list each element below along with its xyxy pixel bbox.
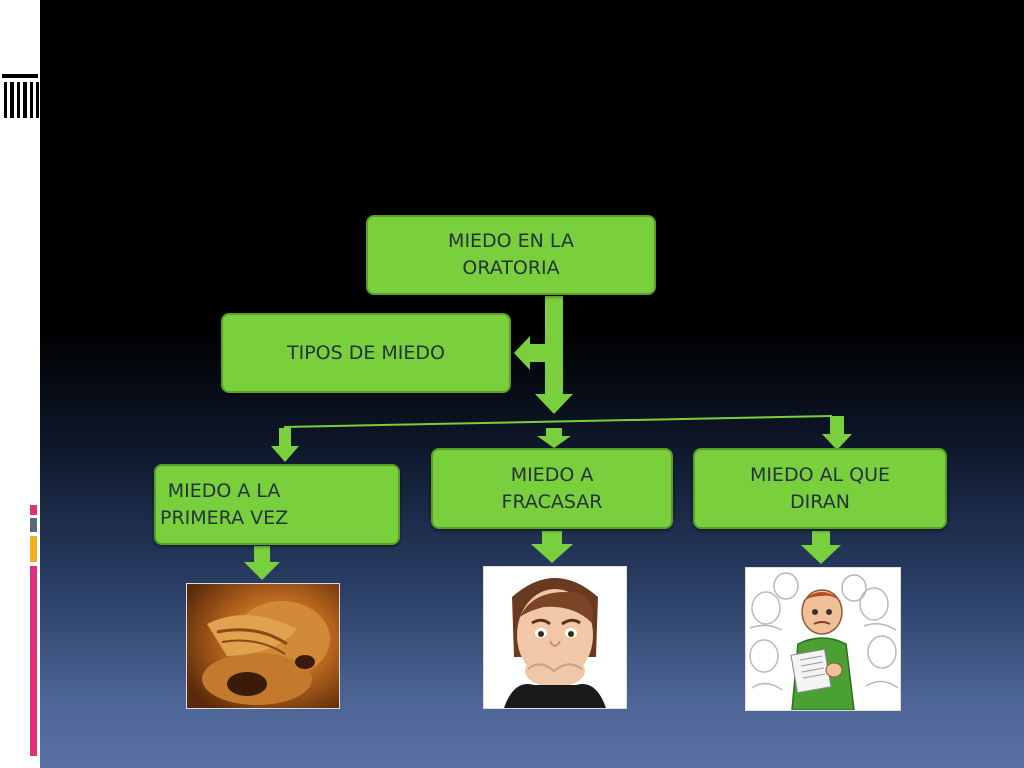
lion-covering-face-image xyxy=(186,583,340,709)
arrow-child-3-image xyxy=(801,531,841,564)
child-node-que-diran: MIEDO AL QUE DIRAN xyxy=(693,448,947,529)
arrow-to-child-3 xyxy=(822,416,852,450)
deco-bar-gray xyxy=(30,518,37,532)
arrow-root-down xyxy=(535,296,573,414)
child-2-line2: FRACASAR xyxy=(501,490,603,513)
child-1-line1: MIEDO A LA xyxy=(167,479,281,502)
arrow-to-child-1 xyxy=(271,428,299,462)
corner-logo-icon xyxy=(0,68,40,120)
child-3-line1: MIEDO AL QUE xyxy=(749,463,891,486)
types-node-label: TIPOS DE MIEDO xyxy=(287,341,445,364)
root-node-line2: ORATORIA xyxy=(462,257,560,279)
arrow-to-types xyxy=(514,336,545,370)
deco-bar-pink xyxy=(30,505,37,515)
nervous-man-crowd-image xyxy=(745,567,901,711)
arrow-to-child-2 xyxy=(537,428,571,448)
arrow-child-1-image xyxy=(244,546,280,580)
root-node: MIEDO EN LA ORATORIA xyxy=(366,215,656,295)
child-3-line2: DIRAN xyxy=(790,490,850,513)
types-node: TIPOS DE MIEDO xyxy=(221,313,511,393)
child-2-line1: MIEDO A xyxy=(510,463,594,486)
worried-woman-image xyxy=(483,566,627,709)
branch-line xyxy=(283,415,833,428)
child-1-line2: PRIMERA VEZ xyxy=(160,506,289,529)
deco-bar-yellow xyxy=(30,536,37,562)
deco-bar-magenta xyxy=(30,566,37,756)
root-node-line1: MIEDO EN LA xyxy=(448,230,574,252)
child-node-primera-vez: MIEDO A LA PRIMERA VEZ xyxy=(154,464,400,545)
child-node-fracasar: MIEDO A FRACASAR xyxy=(431,448,673,529)
arrow-child-2-image xyxy=(531,531,573,563)
